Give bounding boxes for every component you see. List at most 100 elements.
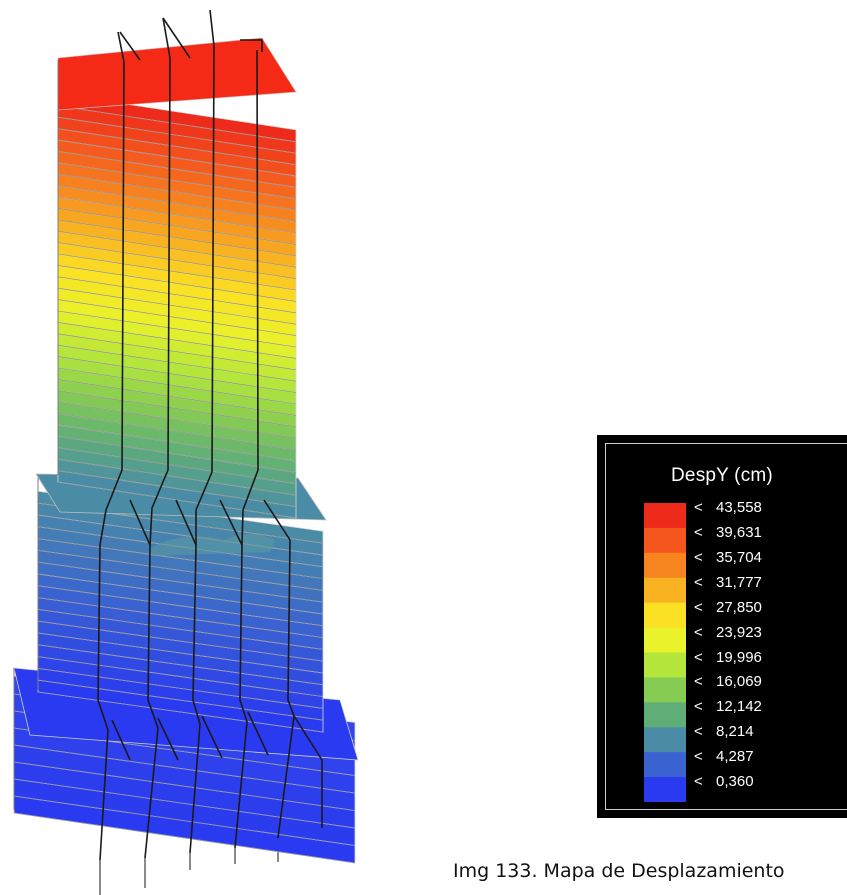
middle-floor-slab-edge (37, 609, 324, 650)
legend-swatch (644, 752, 686, 778)
structural-column (144, 17, 171, 859)
legend-less-than: < (694, 523, 703, 541)
tower-floor-slab-edge (57, 162, 297, 200)
legend-swatch (644, 627, 686, 654)
legend-swatch (644, 727, 686, 753)
podium-floor-slab-edge (13, 812, 356, 864)
middle-floor-slab-edge (37, 668, 324, 709)
tower-floor-slab-edge (57, 322, 297, 359)
legend-swatch (644, 577, 686, 604)
tower-floor-slab-edge (57, 265, 297, 302)
legend-value: 0,360 (716, 773, 754, 791)
tower-floor-slab-edge (57, 379, 297, 416)
figure-caption: Img 133. Mapa de Desplazamiento (453, 860, 785, 882)
tower-floor-slab-edge (57, 390, 297, 428)
tower-floor-slab-edge (57, 287, 297, 325)
legend-value: 31,777 (716, 573, 762, 591)
legend-entry: <19,996 (694, 646, 762, 670)
tower-floor-slab-edge (57, 219, 297, 257)
tower-floor-slab-edge (57, 208, 297, 245)
podium-floor-slab-edge (13, 795, 356, 846)
tower-floor-slab-edge (57, 230, 297, 268)
middle-floor-slab-edge (37, 679, 324, 721)
tower-floor-slab-edge (57, 481, 297, 519)
tower-floor-slab-edge (57, 185, 297, 222)
middle-floor-slab-edge (37, 620, 324, 662)
legend-swatch (644, 652, 686, 679)
legend-swatch (644, 702, 686, 728)
tower-floor-slab-edge (57, 310, 297, 348)
legend-less-than: < (694, 573, 703, 591)
structural-column (97, 31, 125, 861)
legend-value: 35,704 (716, 548, 762, 566)
tower-floor-slab-edge (57, 299, 297, 336)
legend-less-than: < (694, 673, 703, 691)
legend-value: 16,069 (716, 673, 762, 691)
legend-entry: <8,214 (694, 720, 754, 744)
tower-floor-slab-edge (57, 436, 297, 473)
legend-title: DespY (cm) (671, 465, 773, 486)
legend-entry: <27,850 (694, 596, 762, 620)
legend-color-scale (644, 503, 686, 802)
tower-floor-slab-edge (57, 447, 297, 485)
tower-floor-slab-edge (57, 413, 297, 450)
tower-floor-slab-edge (57, 401, 297, 439)
legend-frame (605, 443, 847, 810)
structural-column (129, 499, 295, 839)
structural-column (111, 711, 323, 828)
tower-floor-slab-edge (57, 367, 297, 405)
legend-entry: <35,704 (694, 546, 762, 570)
middle-floor-slab-edge (37, 573, 324, 615)
legend-less-than: < (694, 698, 703, 716)
tower-roof-highlight (58, 38, 296, 110)
tower-floor-slab-edge (57, 105, 297, 143)
middle-floor-slab-edge (37, 561, 324, 603)
middle-floor-slab-edge (37, 514, 324, 556)
legend-entry: <23,923 (694, 621, 762, 645)
tower-floor-slab-edge (57, 139, 297, 177)
legend-swatch (644, 527, 686, 554)
legend-less-than: < (694, 499, 703, 516)
tower-floor-slab-edge (57, 424, 297, 462)
middle-floor-slab-edge (37, 538, 324, 579)
middle-floor-slab-edge (37, 644, 324, 686)
legend-less-than: < (694, 623, 703, 641)
tower-floor-slab-edge (57, 173, 297, 211)
legend-value: 8,214 (716, 723, 754, 741)
displacement-legend: DespY (cm) <43,558<39,631<35,704<31,777<… (597, 435, 847, 818)
podium-floor-slab-edge (13, 761, 356, 811)
podium-floor-slab-edge (13, 778, 356, 829)
tower-floor-slab-edge (57, 276, 297, 314)
middle-floor-slab-edge (37, 656, 324, 697)
tower-floor-slab-edge (57, 151, 297, 188)
legend-less-than: < (694, 748, 703, 766)
legend-less-than: < (694, 548, 703, 566)
legend-value: 4,287 (716, 748, 754, 766)
middle-floor-slab-edge (37, 585, 324, 627)
tower-floor-slab-edge (57, 116, 297, 154)
legend-value: 39,631 (716, 523, 762, 541)
tower-floor-slab-edge (57, 458, 297, 496)
building-displacement-model (13, 9, 359, 895)
legend-entry: <4,287 (694, 745, 754, 769)
structural-column (189, 9, 215, 854)
legend-less-than: < (694, 773, 703, 791)
roof-patch (150, 534, 275, 556)
legend-entry: <16,069 (694, 670, 762, 694)
legend-value: 23,923 (716, 623, 762, 641)
legend-swatch (644, 503, 686, 529)
tower-floor-slab-edge (57, 253, 297, 291)
legend-entry: <43,558 (694, 496, 762, 520)
tower-floor-slab-edge (57, 128, 297, 165)
middle-floor-slab-edge (37, 597, 324, 638)
tower-floor-slab-edge (57, 470, 297, 507)
podium-floor-slab-edge (13, 744, 356, 794)
middle-floor-slab-edge (37, 550, 324, 591)
middle-floor-slab-edge (37, 632, 324, 674)
tower-floor-slab-edge (57, 333, 297, 371)
legend-less-than: < (694, 648, 703, 666)
tower-floor-slab-edge (57, 344, 297, 382)
legend-swatch (644, 602, 686, 629)
legend-swatch (644, 677, 686, 703)
middle-floor-slab-edge (37, 691, 324, 733)
